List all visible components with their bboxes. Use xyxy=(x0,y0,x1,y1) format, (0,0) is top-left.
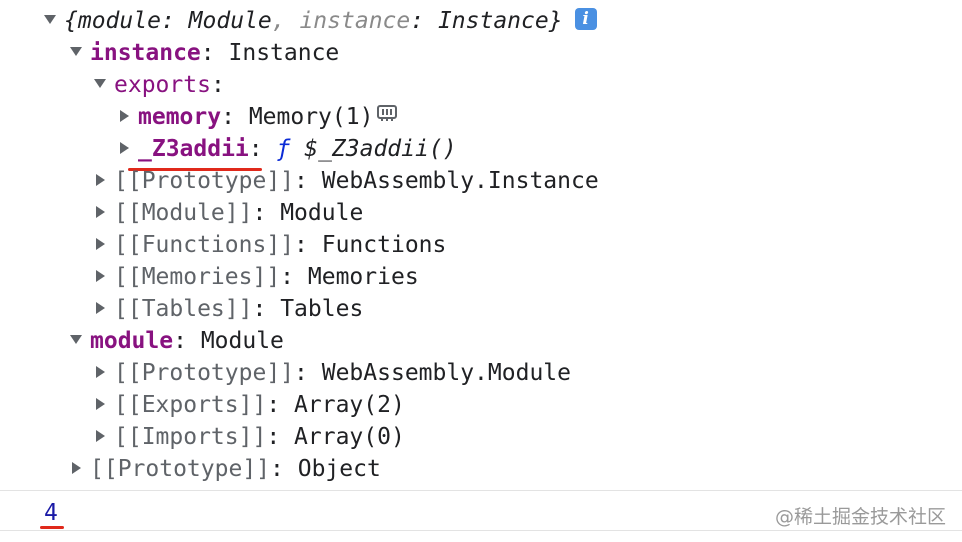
expand-triangle-icon[interactable] xyxy=(70,335,82,344)
memory-inspector-icon[interactable] xyxy=(375,99,399,131)
instance-prototype-row[interactable]: [[Prototype]]: WebAssembly.Instance xyxy=(94,165,599,197)
memory-value: Memory(1) xyxy=(248,104,374,130)
instance-memories-row[interactable]: [[Memories]]: Memories xyxy=(94,261,419,293)
console-result-value: 4 xyxy=(44,500,58,526)
red-annotation-underline xyxy=(40,526,64,529)
module-row[interactable]: module: Module xyxy=(70,325,284,357)
collapsed-triangle-icon[interactable] xyxy=(96,397,105,410)
module-key: module xyxy=(90,328,174,354)
collapsed-triangle-icon[interactable] xyxy=(72,461,81,474)
module-prototype-row[interactable]: [[Prototype]]: WebAssembly.Module xyxy=(94,357,571,389)
instance-tables-row[interactable]: [[Tables]]: Tables xyxy=(94,293,363,325)
info-icon[interactable]: i xyxy=(574,7,597,30)
instance-value: Instance xyxy=(228,40,340,66)
module-exports-row[interactable]: [[Exports]]: Array(2) xyxy=(94,389,405,421)
expand-triangle-icon[interactable] xyxy=(70,47,82,56)
instance-key: instance xyxy=(90,40,201,66)
watermark: @稀土掘金技术社区 xyxy=(774,506,946,528)
instance-row[interactable]: instance: Instance xyxy=(70,37,339,69)
root-prototype-row[interactable]: [[Prototype]]: Object xyxy=(70,453,381,485)
z3addii-row[interactable]: _Z3addii: ƒ $_Z3addii() xyxy=(118,133,457,165)
z3addii-key: _Z3addii xyxy=(138,136,249,162)
collapsed-triangle-icon[interactable] xyxy=(96,205,105,218)
exports-key: exports xyxy=(114,72,211,98)
root-summary: {module: Module, instance: Instance} xyxy=(64,8,563,34)
memory-row[interactable]: memory: Memory(1) xyxy=(118,101,399,133)
red-annotation-underline xyxy=(128,168,262,171)
root-object-row[interactable]: {module: Module, instance: Instance} i xyxy=(44,5,597,37)
expand-triangle-icon[interactable] xyxy=(94,79,106,88)
exports-row[interactable]: exports: xyxy=(94,69,225,101)
expand-triangle-icon[interactable] xyxy=(44,15,56,24)
collapsed-triangle-icon[interactable] xyxy=(96,173,105,186)
module-value: Module xyxy=(200,328,284,354)
collapsed-triangle-icon[interactable] xyxy=(120,141,129,154)
memory-key: memory xyxy=(138,104,222,130)
module-imports-row[interactable]: [[Imports]]: Array(0) xyxy=(94,421,405,453)
console-divider xyxy=(0,530,962,531)
console-divider xyxy=(0,490,962,491)
instance-functions-row[interactable]: [[Functions]]: Functions xyxy=(94,229,446,261)
collapsed-triangle-icon[interactable] xyxy=(96,365,105,378)
instance-module-row[interactable]: [[Module]]: Module xyxy=(94,197,363,229)
collapsed-triangle-icon[interactable] xyxy=(96,269,105,282)
collapsed-triangle-icon[interactable] xyxy=(96,301,105,314)
z3addii-value: $_Z3addii() xyxy=(304,136,457,162)
collapsed-triangle-icon[interactable] xyxy=(96,429,105,442)
collapsed-triangle-icon[interactable] xyxy=(96,237,105,250)
collapsed-triangle-icon[interactable] xyxy=(120,109,129,122)
function-f-glyph: ƒ xyxy=(276,136,291,162)
